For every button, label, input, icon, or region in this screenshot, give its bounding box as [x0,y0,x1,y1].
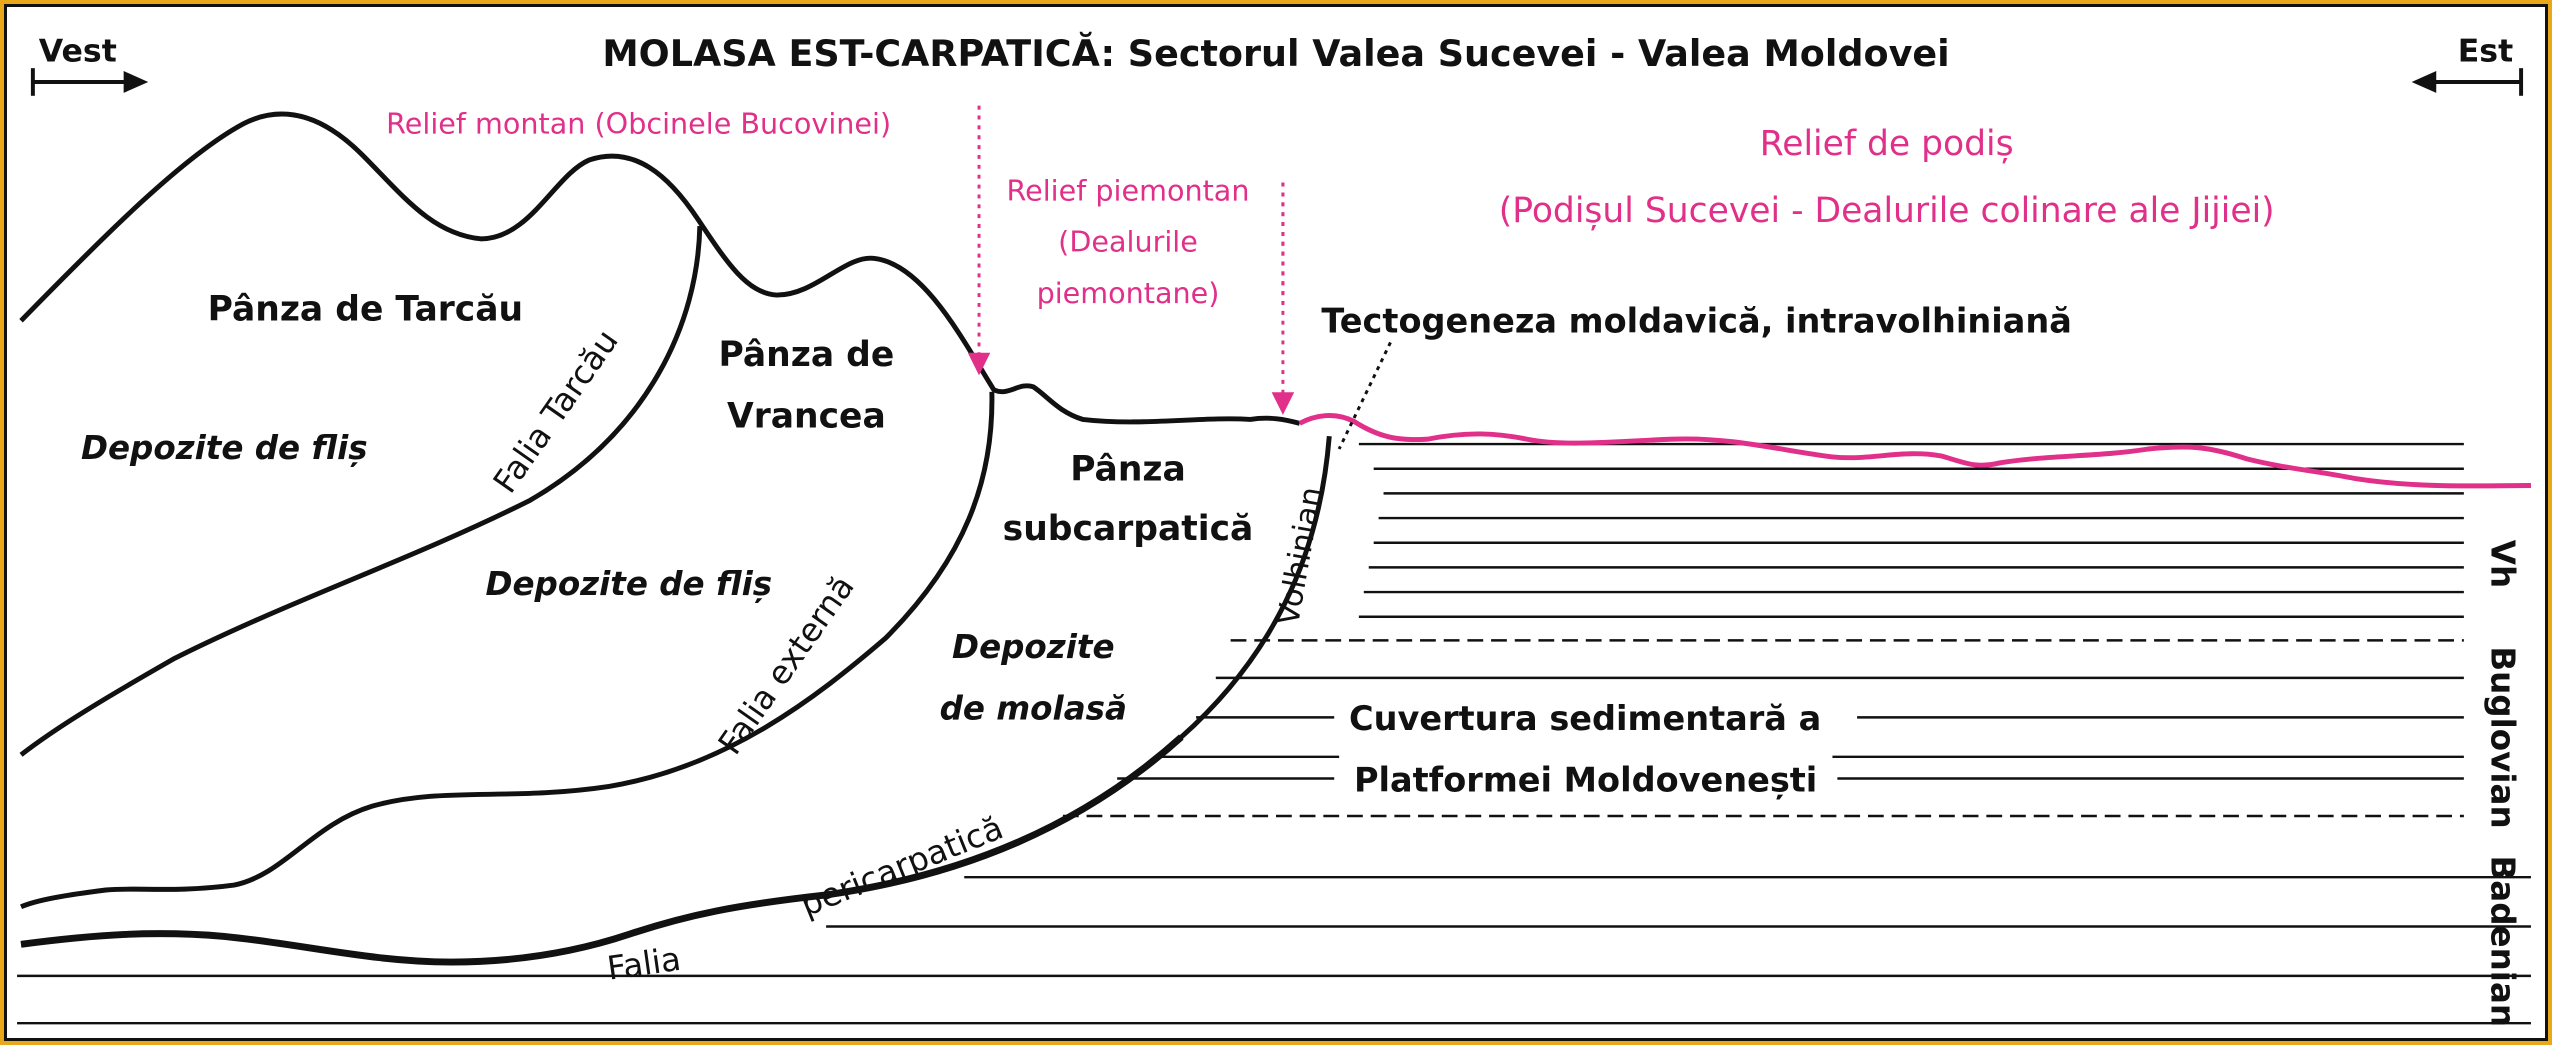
cuvertura-label-2: Platformei Moldovenești [1354,760,1817,799]
volhinian-label: Volhinian [1271,484,1330,628]
strat-vh-label: Vh [2483,540,2521,588]
strata-lines [17,442,2531,1025]
panza-subcarpatica-label-1: Pânza [1070,450,1186,490]
relief-piemontan-label-1: Relief piemontan [1007,173,1250,207]
depozite-flis-2-label: Depozite de fliș [485,565,772,603]
tectogeneza-pointer [1337,341,1392,450]
page-title: MOLASA EST-CARPATICĂ: Sectorul Valea Suc… [602,31,1949,75]
falia-pericarpatica-label-2: pericarpatică [795,808,1008,924]
panza-vrancea-label-1: Pânza de [719,335,895,375]
left-arrow-icon [2411,71,2437,93]
fault-tarcau [19,225,703,757]
relief-podis-label-2: (Podișul Sucevei - Dealurile colinare al… [1499,191,2275,231]
cuvertura-label-bg [1339,692,1848,741]
relief-piemontan-label-2: (Dealurile [1058,225,1198,259]
direction-arrows [30,68,2524,96]
boundary-arrows [967,105,1295,415]
strat-badenian-label: Badenian [2483,855,2521,1027]
geologic-cross-section: MOLASA EST-CARPATICĂ: Sectorul Valea Suc… [17,31,2531,1027]
depozite-flis-1-label: Depozite de fliș [81,429,368,467]
depozite-molasa-label-2: de molasă [940,689,1127,727]
tectogeneza-label: Tectogeneza moldavică, intravolhiniană [1321,302,2071,341]
panza-subcarpatica-label-2: subcarpatică [1003,509,1254,549]
plateau-profile [1298,413,2531,489]
fault-pericarpatica-thick [20,734,1184,966]
panza-tarcau-label: Pânza de Tarcău [208,290,524,330]
panza-vrancea-label-2: Vrancea [727,396,886,436]
direction-east: Est [2458,33,2513,69]
fault-externa [20,391,995,910]
topographic-profile [19,111,1301,426]
platforma-label-bg [1339,753,1833,802]
arrowhead-icon [967,352,991,376]
relief-podis-label-1: Relief de podiș [1760,124,2014,164]
relief-montan-label: Relief montan (Obcinele Bucovinei) [386,106,891,140]
direction-west: Vest [39,33,117,69]
relief-piemontan-label-3: piemontane) [1037,276,1220,310]
falia-tarcau-label: Falia Tarcău [486,323,626,500]
cuvertura-label-1: Cuvertura sedimentară a [1349,699,1821,738]
strat-buglovian-label: Buglovian [2483,646,2521,828]
right-arrow-icon [123,71,149,93]
diagram-frame: MOLASA EST-CARPATICĂ: Sectorul Valea Suc… [4,4,2548,1041]
depozite-molasa-label-1: Depozite [952,628,1114,666]
falia-pericarpatica-label-1: Falia [605,940,683,988]
arrowhead-icon [1271,392,1295,415]
